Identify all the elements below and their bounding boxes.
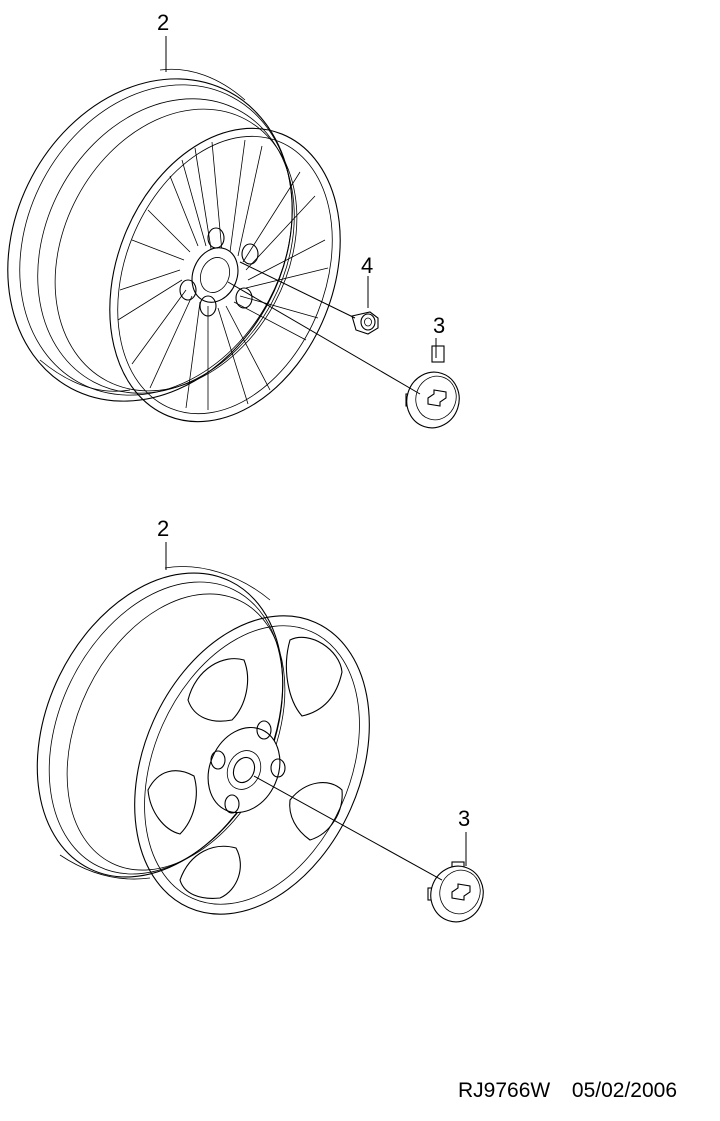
top-center-cap [405,345,460,429]
callout-bottom-wheel: 2 [157,516,170,541]
callout-top-wheel: 2 [157,10,170,35]
top-cap-axis [227,281,421,395]
footer-date: 05/02/2006 [571,1079,677,1102]
top-wheel-spokes [117,139,329,410]
lug-nut-axis [239,261,356,319]
bottom-wheel-windows [147,636,343,899]
footer-code: RJ9766W [458,1079,551,1102]
footer-reference: RJ9766W 05/02/2006 [458,1080,677,1101]
callout-lug-nut: 4 [361,253,374,278]
top-wheel [7,68,341,423]
bottom-cap-axis [253,775,443,881]
bottom-center-cap [427,861,484,923]
lug-nut [351,311,379,335]
callout-bottom-cap: 3 [458,806,471,831]
bottom-wheel [36,566,370,915]
callout-top-cap: 3 [433,313,446,338]
